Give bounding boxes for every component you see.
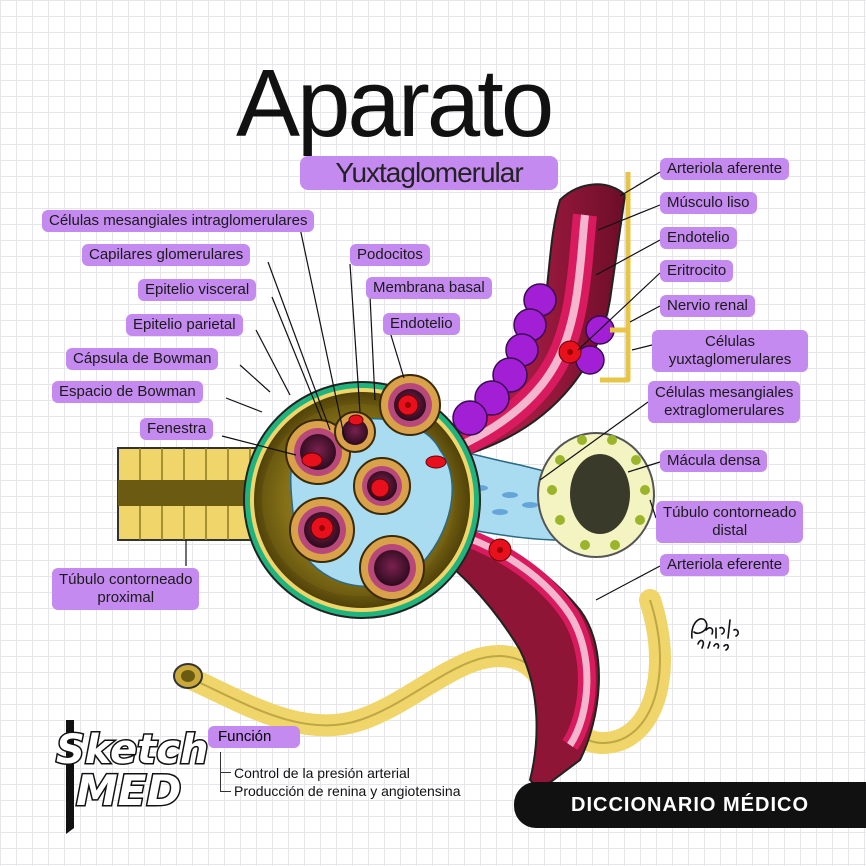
funcion-bracket	[220, 752, 231, 792]
label-mesangial-intraglomerulares: Células mesangiales intraglomerulares	[42, 210, 315, 232]
label-line: Túbulo contorneado	[59, 571, 193, 588]
logo-line-1: Sketch	[54, 727, 209, 773]
label-fenestra: Fenestra	[140, 418, 214, 440]
page-title: Aparato	[236, 50, 554, 157]
funcion-item: Producción de renina y angiotensina	[234, 783, 461, 799]
funcion-item: Control de la presión arterial	[234, 765, 410, 781]
label-podocitos: Podocitos	[350, 244, 430, 266]
label-nervio-renal: Nervio renal	[660, 295, 755, 317]
label-celulas-yuxtaglomerulares: Células yuxtaglomerulares	[652, 330, 808, 372]
author-signature	[691, 618, 739, 651]
logo-line-2: MED	[74, 766, 182, 815]
footer-banner: DICCIONARIO MÉDICO	[514, 782, 866, 828]
label-capsula-bowman: Cápsula de Bowman	[66, 348, 219, 370]
erythrocytes	[301, 340, 582, 562]
label-endotelio-glomerulo: Endotelio	[383, 313, 460, 335]
distal-tubule	[537, 432, 655, 558]
juxtaglomerular-cells	[452, 283, 615, 436]
label-epitelio-visceral: Epitelio visceral	[138, 279, 257, 301]
label-arteriola-aferente: Arteriola aferente	[660, 158, 790, 180]
label-macula-densa: Mácula densa	[660, 450, 768, 472]
label-line: Túbulo contorneado	[663, 504, 797, 521]
label-arteriola-eferente: Arteriola eferente	[660, 554, 790, 576]
label-line: extraglomerulares	[664, 402, 785, 419]
label-eritrocito: Eritrocito	[660, 260, 734, 282]
page-subtitle: Yuxtaglomerular	[300, 156, 558, 190]
label-tubulo-proximal: Túbulo contorneado proximal	[52, 568, 200, 610]
label-line: yuxtaglomerulares	[668, 351, 792, 368]
label-line: Células	[704, 333, 756, 350]
scalpel-icon	[66, 720, 74, 834]
label-musculo-liso: Músculo liso	[660, 192, 757, 214]
leader-lines	[185, 171, 661, 601]
label-tubulo-distal: Túbulo contorneado distal	[656, 501, 804, 543]
label-line: Células mesangiales	[655, 384, 794, 401]
label-line: distal	[712, 522, 748, 539]
sketchmed-logo: Sketch MED	[44, 716, 210, 836]
label-epitelio-parietal: Epitelio parietal	[126, 314, 243, 336]
label-endotelio-arteriola: Endotelio	[660, 227, 737, 249]
label-line: proximal	[97, 589, 155, 606]
label-capilares-glomerulares: Capilares glomerulares	[82, 244, 251, 266]
label-espacio-bowman: Espacio de Bowman	[52, 381, 203, 403]
label-membrana-basal: Membrana basal	[366, 277, 492, 299]
renal-nerve	[600, 172, 631, 383]
label-mesangiales-extraglomerulares: Células mesangiales extraglomerulares	[648, 381, 801, 423]
funcion-title: Función	[208, 726, 300, 748]
